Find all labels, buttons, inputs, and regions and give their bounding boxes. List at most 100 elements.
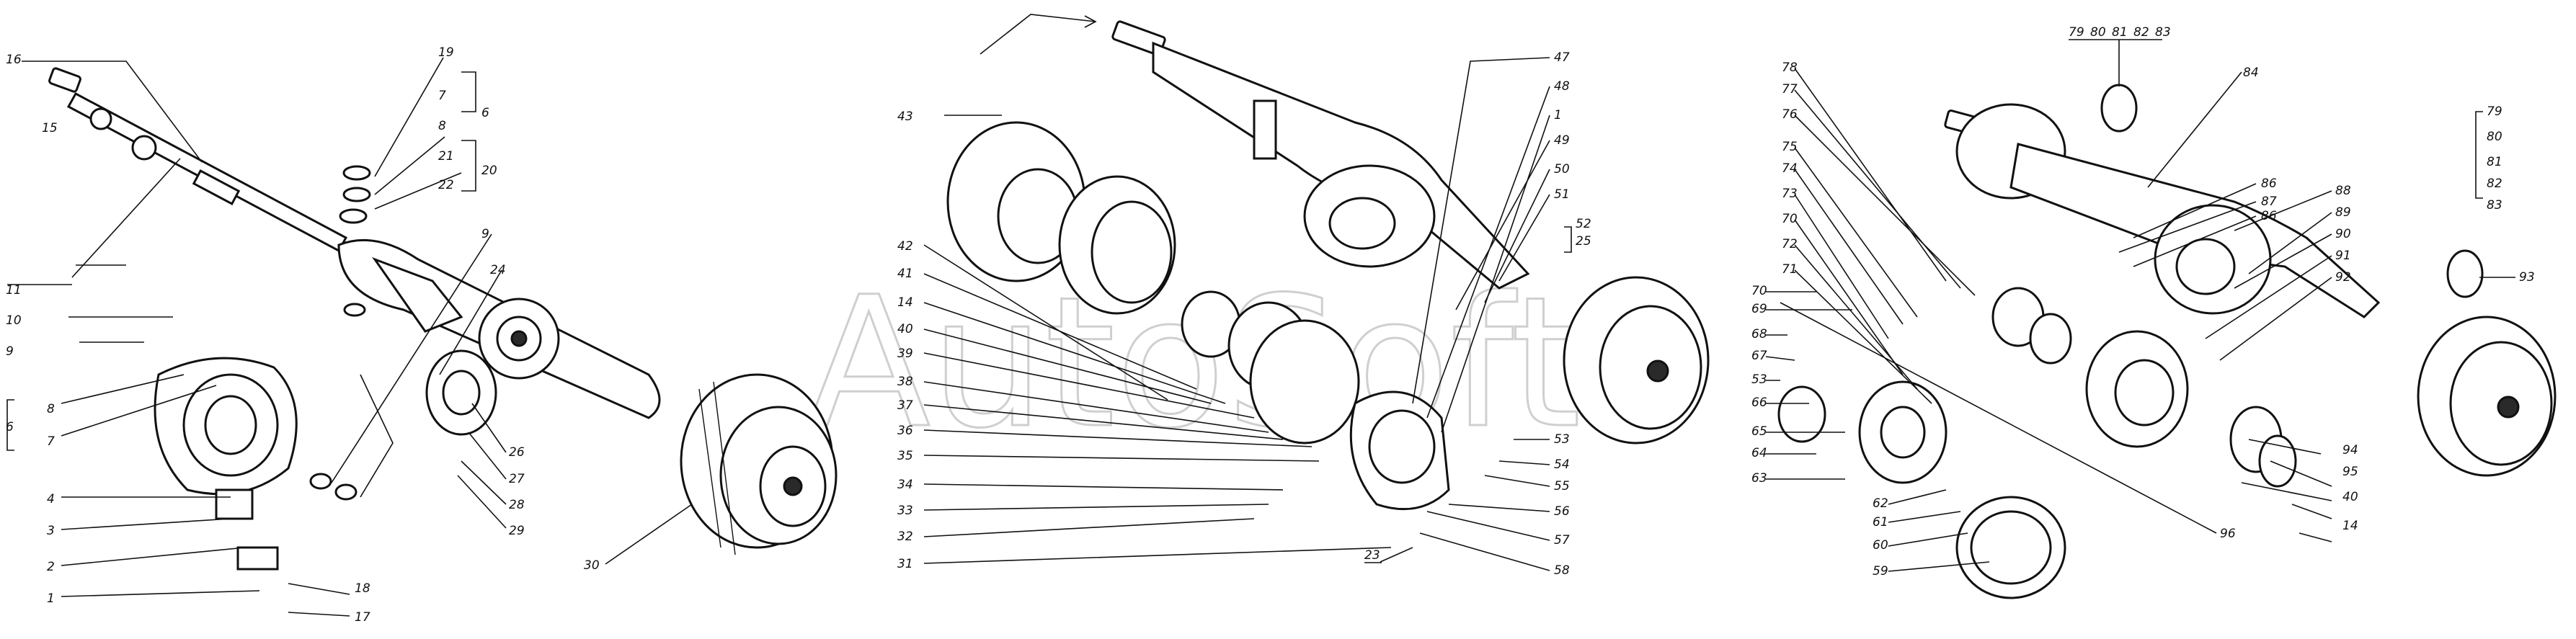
callout-66: 66 [1751,396,1767,410]
right-hub-stack [1777,84,2484,599]
callout-8b: 8 [438,119,446,133]
callout-22: 22 [438,178,454,192]
callout-29: 29 [509,524,525,538]
callout-56: 56 [1554,504,1570,519]
callout-18: 18 [355,581,370,596]
callout-47: 47 [1554,50,1570,65]
callout-8: 8 [47,402,55,416]
callout-71: 71 [1782,262,1798,277]
callout-43: 43 [897,110,913,124]
drive-shaft [48,67,348,253]
callout-49: 49 [1554,133,1570,148]
center-knuckle [1349,276,1710,511]
right-leader-lines [1765,39,2515,572]
callout-90: 90 [2335,227,2351,241]
callout-36: 36 [897,424,913,438]
callout-7b: 7 [438,89,446,103]
callout-73: 73 [1782,187,1798,201]
callout-93: 93 [2519,270,2535,285]
callout-27: 27 [509,472,525,486]
callout-58: 58 [1554,563,1570,578]
small-parts [309,165,371,501]
callout-88: 88 [2335,184,2351,198]
callout-91: 91 [2335,249,2351,263]
callout-39: 39 [897,347,913,361]
callout-74: 74 [1782,161,1798,176]
direction-arrow [980,14,1096,55]
callout-87: 87 [2261,195,2277,209]
callout-48: 48 [1554,79,1570,94]
callout-16: 16 [6,53,22,67]
callout-2: 2 [47,560,55,574]
callout-40b: 40 [2342,490,2358,504]
callout-1b: 1 [1554,108,1562,122]
callout-35: 35 [897,449,913,463]
callout-81b: 81 [2487,155,2502,169]
callout-51: 51 [1554,187,1570,202]
callout-57: 57 [1554,533,1570,548]
callout-53b: 53 [1751,372,1767,387]
callout-79b: 79 [2487,104,2502,119]
callout-84: 84 [2243,66,2259,80]
knuckle-left [154,357,298,571]
callout-60: 60 [1873,538,1888,553]
callout-70: 70 [1782,212,1798,226]
callout-6b: 6 [481,106,489,120]
callout-17: 17 [355,610,370,625]
callout-96: 96 [2220,527,2236,541]
left-leader-lines [6,57,693,617]
callout-61: 61 [1873,515,1888,529]
axle-housing [337,238,661,436]
center-hub-drum [946,121,1360,444]
callout-25: 25 [1576,234,1591,249]
callout-7: 7 [47,434,55,449]
callout-77: 77 [1782,82,1798,97]
callout-54: 54 [1554,457,1570,472]
callout-1: 1 [47,591,55,606]
callout-41: 41 [897,267,913,281]
callout-52: 52 [1576,217,1591,231]
right-assembly: 78 77 76 75 74 73 70 72 71 70 69 68 67 5… [1751,25,2557,599]
callout-95: 95 [2342,465,2358,479]
hub-right [680,373,838,555]
callout-69: 69 [1751,302,1767,316]
callout-37: 37 [897,398,913,413]
callout-23: 23 [1364,548,1380,563]
watermark: AutoSoft [807,258,1581,468]
callout-81: 81 [2112,25,2128,40]
callout-68: 68 [1751,327,1767,341]
callout-62: 62 [1873,496,1888,511]
callout-79: 79 [2069,25,2084,40]
callout-94: 94 [2342,443,2358,457]
callout-55: 55 [1554,479,1570,493]
callout-21: 21 [438,149,454,164]
callout-59: 59 [1873,564,1888,578]
callout-80b: 80 [2487,130,2502,144]
callout-40: 40 [897,322,913,336]
callout-30: 30 [584,558,600,573]
callout-78: 78 [1782,61,1798,75]
callout-50: 50 [1554,162,1570,176]
callout-86: 86 [2261,176,2277,191]
callout-53: 53 [1554,432,1570,447]
callout-6: 6 [6,420,14,434]
center-shaft-housing [1111,20,1530,290]
callout-19: 19 [438,45,454,60]
callout-75: 75 [1782,140,1798,154]
callout-3: 3 [47,524,55,538]
callout-33: 33 [897,504,913,518]
callout-26: 26 [509,445,525,460]
callout-9b: 9 [481,227,489,241]
callout-86b: 86 [2261,209,2277,223]
center-leader-lines [923,57,1572,571]
callout-9: 9 [6,344,14,359]
left-assembly: 16 15 11 10 9 8 6 7 4 3 2 1 18 17 19 7 6… [6,45,838,625]
callout-89: 89 [2335,205,2351,220]
callout-72: 72 [1782,237,1798,251]
callout-38: 38 [897,375,913,389]
callout-92: 92 [2335,270,2351,285]
callout-24: 24 [490,263,506,277]
callout-67: 67 [1751,349,1767,363]
